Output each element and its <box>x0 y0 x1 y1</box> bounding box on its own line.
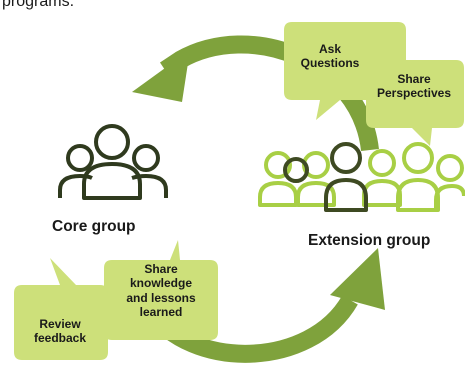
share-knowledge-text: Share knowledge and lessons learned <box>126 262 196 320</box>
intro-text: programs. <box>2 0 75 10</box>
bubble-share-perspectives <box>366 60 464 146</box>
extension-group-label: Extension group <box>308 232 431 249</box>
share-perspectives-text: Share Perspectives <box>376 72 452 101</box>
extension-group-icon <box>258 142 465 212</box>
core-group-icon <box>58 124 168 200</box>
bubble-review-feedback <box>14 258 108 360</box>
ask-questions-text: Ask Questions <box>300 42 360 71</box>
bubble-share-knowledge <box>104 240 218 340</box>
review-feedback-text: Review feedback <box>33 317 87 346</box>
core-group-label: Core group <box>52 218 136 235</box>
